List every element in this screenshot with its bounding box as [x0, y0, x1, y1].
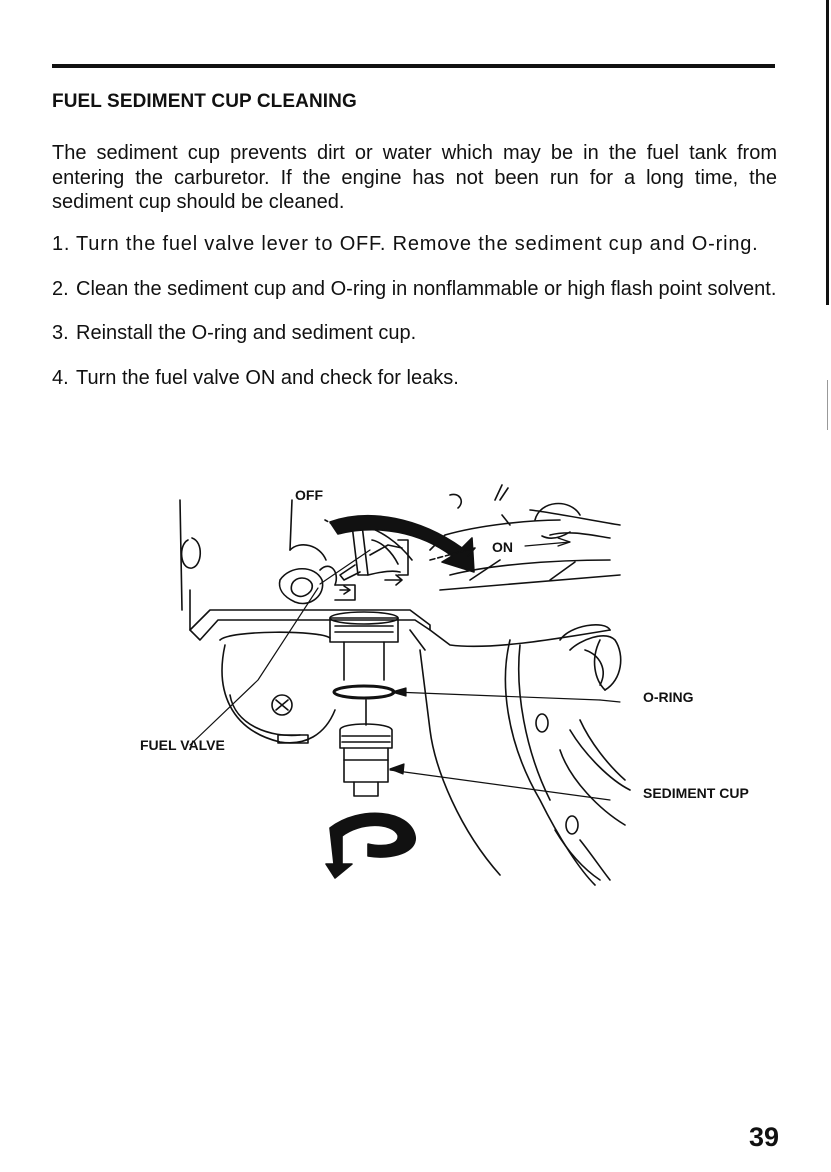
- tighten-arrow-illustration: [325, 812, 416, 879]
- fuel-valve-lever-illustration: [324, 514, 571, 601]
- engine-body-illustration: [179, 484, 631, 886]
- step-item: 4. Turn the fuel valve ON and check for …: [52, 366, 777, 391]
- intro-paragraph: The sediment cup prevents dirt or water …: [52, 142, 777, 213]
- step-item: 1. Turn the fuel valve lever to OFF. Rem…: [52, 232, 777, 257]
- cup-assembly-illustration: [329, 611, 399, 797]
- step-number: 2.: [52, 278, 69, 300]
- step-text: Reinstall the O-ring and sediment cup.: [76, 322, 417, 344]
- on-label: ON: [492, 539, 513, 555]
- page-edge-line-lower: [827, 380, 828, 430]
- callout-lines: [189, 549, 621, 801]
- section-title: FUEL SEDIMENT CUP CLEANING: [52, 91, 357, 112]
- step-number: 1.: [52, 233, 71, 255]
- valve-rotation-arrow: [329, 514, 475, 573]
- fuel-valve-diagram: OFF ON O-RING FUEL VALVE SEDIMENT CUP: [140, 484, 749, 886]
- step-text: Clean the sediment cup and O-ring in non…: [76, 278, 777, 300]
- page-edge-line: [826, 0, 829, 305]
- step-number: 4.: [52, 367, 69, 389]
- step-text: Turn the fuel valve lever to OFF. Remove…: [76, 233, 759, 255]
- step-item: 3. Reinstall the O-ring and sediment cup…: [52, 321, 777, 346]
- step-item: 2. Clean the sediment cup and O-ring in …: [52, 277, 777, 302]
- fuel-valve-label: FUEL VALVE: [140, 737, 225, 753]
- step-list: 1. Turn the fuel valve lever to OFF. Rem…: [52, 232, 777, 391]
- off-label: OFF: [295, 487, 323, 503]
- o-ring-label: O-RING: [643, 689, 694, 705]
- header-rule: [52, 64, 775, 68]
- step-number: 3.: [52, 322, 69, 344]
- sediment-cup-label: SEDIMENT CUP: [643, 785, 749, 801]
- o-ring-shape: [332, 684, 396, 700]
- page-number: 39: [748, 1122, 779, 1152]
- step-text: Turn the fuel valve ON and check for lea…: [76, 367, 459, 389]
